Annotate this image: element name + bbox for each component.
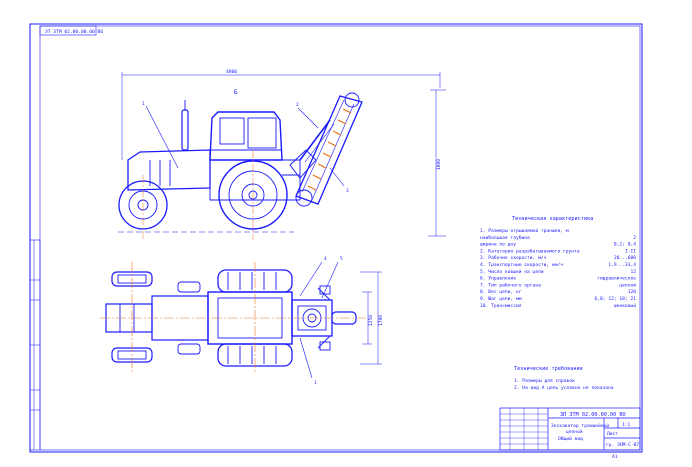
- left-margin-divisions: [30, 240, 40, 450]
- title-block: [499, 407, 641, 451]
- spec-label: 4. Транспортные скорости, км/ч: [480, 262, 563, 268]
- spec-value: 20...600: [614, 255, 636, 261]
- spec-label: 9. Шаг цепи, мм: [480, 296, 522, 302]
- scale-value: 1:1: [622, 422, 631, 428]
- sheet-outer-frame: [29, 23, 643, 453]
- side-callout-2: 2: [296, 102, 299, 108]
- spec-label: 5. Число ковшей на цепи: [480, 269, 544, 275]
- top-callout-4: 4: [324, 256, 327, 262]
- spec-value: 12: [630, 269, 636, 275]
- sheet-inner-frame: [39, 25, 641, 451]
- spec-label: 3. Рабочие скорости, м/ч: [480, 254, 547, 261]
- spec-label: 6. Управление: [480, 276, 516, 282]
- side-callout-1: 1: [142, 101, 145, 107]
- product-name-line1: Экскаватор траншейный: [551, 423, 609, 429]
- group-code: гр. ЭЛМ-С-07: [606, 442, 639, 448]
- dim-height: 1800: [436, 159, 442, 170]
- title-block-code: ЗП ЗТМ 02.00.00.00 ВО: [560, 412, 626, 418]
- dim-width-top2: 1250: [368, 315, 374, 326]
- dim-overall-length: 4800: [226, 69, 237, 75]
- spec-value: 1,9...33,4: [608, 262, 636, 268]
- requirement-item-2: 2. На вид А цепь условно не показана: [514, 385, 614, 391]
- spec-label: наибольшая глубина: [480, 234, 530, 241]
- spec-label: 2. Категория разрабатываемого грунта: [480, 247, 580, 254]
- spec-value: цепной: [619, 282, 636, 288]
- spec-value: шнековый: [614, 303, 636, 309]
- top-view: [100, 261, 382, 379]
- spec-value: 120: [628, 289, 637, 295]
- corner-stamp-code: ЭТ ЗТМ 02.00.00.00 ВО: [45, 29, 103, 35]
- spec-value: 6,8; 12; 18; 21: [595, 296, 637, 302]
- corner-stamp: [39, 25, 97, 36]
- spec-value: I-II: [625, 248, 636, 254]
- requirements-title: Технические требования: [514, 365, 583, 372]
- product-name-line2: цепной: [566, 429, 583, 435]
- specs-list: 1. Размеры отрываемой траншеи, м наиболь…: [480, 228, 636, 309]
- sheet-label: Лист: [607, 431, 618, 437]
- specs-title: Техническая характеристика: [512, 216, 593, 222]
- dim-width-top: 1700: [378, 315, 384, 326]
- spec-value: 0,2; 0,4: [614, 242, 636, 248]
- spec-label: 1. Размеры отрываемой траншеи, м: [480, 228, 569, 234]
- spec-label: 10. Трансмиссия: [480, 303, 522, 309]
- spec-label: ширина по дну: [480, 243, 516, 248]
- specs-block: Техническая характеристика 1. Размеры от…: [480, 216, 636, 309]
- side-view: [118, 72, 446, 240]
- top-callout-1: 1: [314, 380, 317, 386]
- top-callout-5: 5: [340, 256, 343, 262]
- product-name-line3: Общий вид: [558, 435, 583, 442]
- spec-value: гидравлическое: [597, 277, 636, 282]
- requirement-item-1: 1. Размеры для справок: [514, 378, 575, 384]
- requirements-block: Технические требования 1. Размеры для сп…: [514, 365, 614, 391]
- spec-label: 8. Вес цепи, кг: [480, 289, 522, 295]
- side-callout-3: 3: [346, 188, 349, 194]
- spec-label: 7. Тип рабочего органа: [480, 281, 541, 288]
- view-label: Б: [234, 89, 238, 96]
- format-label: А1: [612, 454, 618, 460]
- spec-value: 2: [633, 235, 636, 241]
